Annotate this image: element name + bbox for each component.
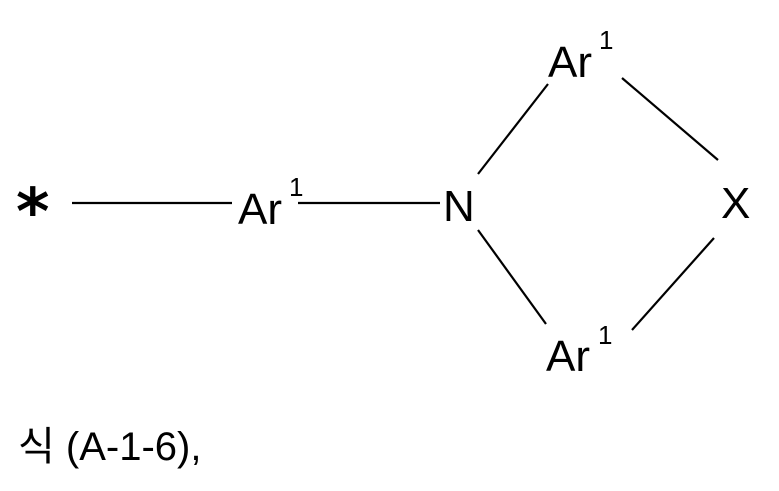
ar-linker-superscript: 1 [289,172,303,202]
ar-bottom-superscript: 1 [598,320,612,350]
nitrogen-atom-label: N [443,182,475,231]
ar-top-symbol: Ar [548,38,592,87]
ar-bottom-label: Ar 1 [546,320,612,381]
attachment-point-star: * [16,176,49,250]
bond-ar-top-to-bridge [622,78,718,160]
ar-top-label: Ar 1 [548,25,613,87]
ar-linker-label: Ar 1 [238,172,303,234]
bond-nitrogen-to-ar-bottom [478,230,546,324]
ar-linker-symbol: Ar [238,185,282,234]
ar-bottom-symbol: Ar [546,332,590,381]
bond-ar-bottom-to-bridge [632,238,714,330]
bridge-x-label: X [721,179,750,228]
ar-top-superscript: 1 [599,25,613,55]
formula-caption: 식 (A-1-6), [18,414,201,472]
bond-nitrogen-to-ar-top [478,84,548,174]
